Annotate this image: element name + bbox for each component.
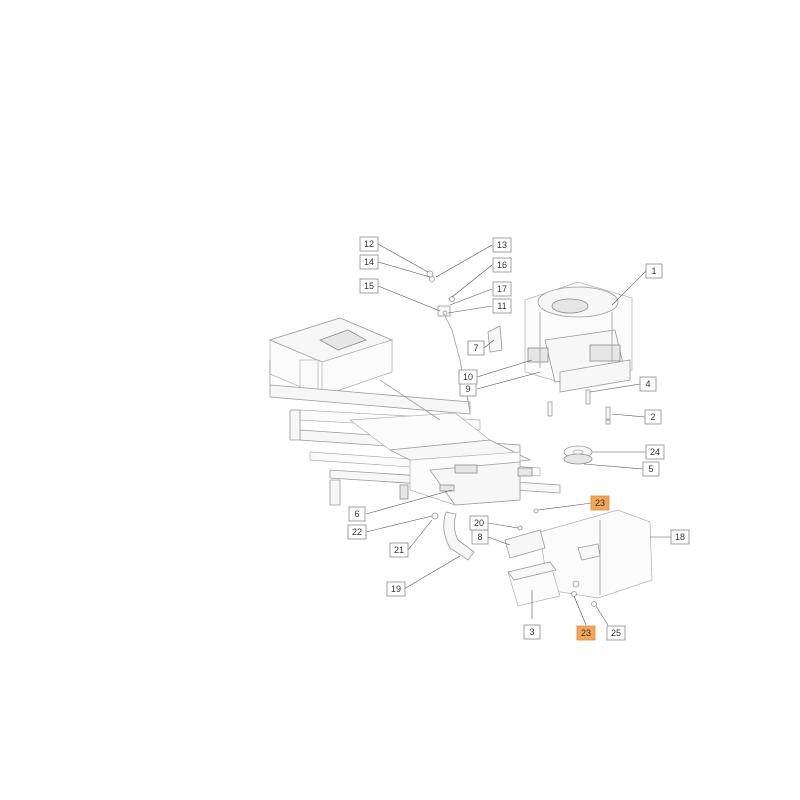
callout-23-top-label: 23	[595, 498, 605, 508]
callout-24-label: 24	[650, 447, 660, 457]
callout-10: 10	[458, 369, 478, 385]
callout-13: 13	[492, 237, 512, 253]
callout-18: 18	[670, 529, 690, 545]
callout-5-label: 5	[648, 464, 653, 474]
callout-3: 3	[523, 624, 541, 640]
callout-21: 21	[389, 542, 409, 558]
callout-19-label: 19	[391, 584, 401, 594]
callout-15: 15	[359, 278, 379, 294]
callout-13-label: 13	[497, 240, 507, 250]
callout-19: 19	[386, 581, 406, 597]
callout-12: 12	[359, 236, 379, 252]
leader-lines	[365, 243, 671, 626]
callout-5: 5	[642, 461, 660, 477]
callout-23-top: 23	[590, 495, 610, 511]
callout-2: 2	[644, 409, 662, 425]
callout-3-label: 3	[529, 627, 534, 637]
battery-box	[507, 561, 561, 607]
callout-20-label: 20	[474, 518, 484, 528]
callout-22-label: 22	[352, 527, 362, 537]
callout-14: 14	[359, 254, 379, 270]
callout-23-bottom: 23	[576, 625, 596, 641]
callout-4: 4	[639, 376, 657, 392]
callout-22: 22	[347, 524, 367, 540]
callout-2-label: 2	[650, 412, 655, 422]
callout-12-label: 12	[364, 239, 374, 249]
callout-17: 17	[492, 281, 512, 297]
chassis-frame	[268, 317, 561, 506]
throttle-cable-assembly	[426, 270, 503, 413]
callout-15-label: 15	[364, 281, 374, 291]
callout-1: 1	[645, 263, 663, 279]
callout-16: 16	[492, 257, 512, 273]
callout-1-label: 1	[651, 266, 656, 276]
callout-17-label: 17	[497, 284, 507, 294]
callout-14-label: 14	[364, 257, 374, 267]
callout-4-label: 4	[645, 379, 650, 389]
callout-8: 8	[471, 529, 489, 545]
callout-24: 24	[645, 444, 665, 460]
callout-9-label: 9	[465, 384, 470, 394]
callout-7: 7	[467, 340, 485, 356]
callout-18-label: 18	[675, 532, 685, 542]
callout-11-label: 11	[497, 301, 506, 311]
callout-16-label: 16	[497, 260, 507, 270]
engine-mount-bolts	[547, 389, 611, 425]
callout-10-label: 10	[463, 372, 473, 382]
callout-25-label: 25	[611, 628, 621, 638]
callout-8-label: 8	[477, 532, 482, 542]
engine-pulley	[563, 445, 593, 465]
callout-6-label: 6	[354, 509, 359, 519]
engine	[524, 281, 633, 393]
callout-7-label: 7	[473, 343, 478, 353]
callout-11: 11	[492, 298, 512, 314]
callout-23-bottom-label: 23	[581, 628, 591, 638]
callout-21-label: 21	[394, 545, 404, 555]
callout-20: 20	[469, 515, 489, 531]
callout-6: 6	[348, 506, 366, 522]
callout-25: 25	[606, 625, 626, 641]
mounting-bracket	[504, 508, 546, 559]
